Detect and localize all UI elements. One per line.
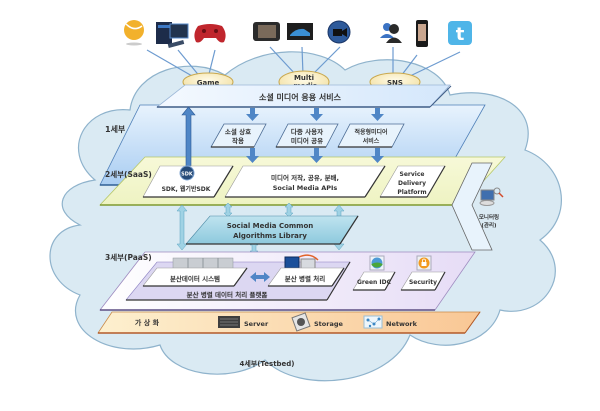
box-text: Security (409, 279, 437, 286)
tennis-ball-icon (124, 20, 144, 46)
virt-item-storage[interactable]: Storage (291, 312, 343, 332)
box-text: 분산 병렬 처리 (285, 274, 325, 283)
bidirectional-arrow-icon (250, 272, 270, 282)
service-box-multiuser-media-sharing[interactable]: 다중 사용자 미디어 공유 (275, 123, 339, 148)
virt-label: Server (244, 320, 269, 328)
library-text: Algorithms Library (233, 232, 307, 240)
layer-1-label: 1세부 (105, 124, 126, 134)
box-text: 분산데이터 시스템 (170, 274, 220, 283)
monitoring-text: (관리) (481, 221, 497, 229)
box-text: 미디어 공유 (291, 136, 323, 145)
box-text: 적응형미디어 (354, 128, 387, 136)
box-text: 다중 사용자 (291, 127, 323, 136)
service-delivery-platform-box[interactable]: Service Delivery Platform (379, 165, 446, 198)
library-text: Social Media Common (227, 222, 314, 230)
lock-icon (416, 255, 432, 271)
virt-label: Network (386, 320, 418, 328)
service-box-social-interaction[interactable]: 소셜 상호 작용 (210, 123, 267, 148)
network-icon (363, 315, 383, 329)
gamepad-icon (194, 24, 226, 43)
media-player-icon (253, 22, 280, 41)
virtualization-label: 가 상 화 (135, 318, 160, 327)
sdk-badge-icon: SDK (179, 165, 195, 181)
client-group-label: SNS (387, 79, 403, 87)
box-text: Green IDC (357, 279, 392, 286)
box-text: Delivery (398, 180, 426, 187)
box-text: Platform (397, 189, 426, 196)
box-text: 미디어 저작, 공유, 분배, (271, 173, 339, 182)
box-text: 서비스 (363, 137, 380, 145)
hard-disk-icon (291, 312, 311, 332)
media-apis-box[interactable]: 미디어 저작, 공유, 분배, Social Media APIs (224, 165, 386, 198)
svg-text:t: t (456, 24, 465, 45)
up-arrow-icon (181, 106, 196, 171)
client-group-label: Game (197, 79, 220, 87)
box-text: Social Media APIs (273, 184, 338, 192)
desktop-pc-icon (156, 22, 189, 49)
monitoring-text: 모니터링 (479, 213, 499, 221)
virt-item-network[interactable]: Network (363, 315, 418, 329)
social-media-common-algorithms-library[interactable]: Social Media Common Algorithms Library (185, 215, 359, 245)
layer-3-label: 3세부(PaaS) (105, 252, 152, 262)
service-box-adaptive-media[interactable]: 적응형미디어 서비스 (337, 123, 405, 148)
monitoring-panel[interactable]: 모니터링 (관리) (451, 162, 504, 251)
twitter-icon: t (448, 21, 472, 45)
virt-item-server[interactable]: Server (218, 316, 269, 328)
virt-label: Storage (314, 320, 343, 328)
box-text: 작용 (232, 136, 244, 145)
layer-4-label: 4세부(Testbed) (239, 359, 294, 368)
box-text: 소셜 상호 (225, 127, 251, 136)
monitor-magnifier-icon (479, 187, 504, 206)
car-display-icon (287, 23, 313, 40)
sdk-box[interactable]: SDK SDK, 웹기반SDK (142, 165, 234, 198)
smartphone-icon (416, 20, 428, 47)
server-icon (218, 316, 240, 328)
users-icon (380, 23, 402, 43)
layer-2-label: 2세부(SaaS) (105, 169, 152, 179)
video-camera-icon (327, 20, 351, 44)
platform-text: 분산 병렬 데이터 처리 플랫폼 (187, 290, 268, 299)
social-media-app-service-banner[interactable]: 소셜 미디어 응용 서비스 (155, 84, 452, 108)
distributed-data-system-box[interactable]: 분산데이터 시스템 (142, 267, 248, 287)
virtualization-layer: 가 상 화 (97, 311, 481, 334)
parallel-processing-box[interactable]: 분산 병렬 처리 (267, 267, 345, 287)
green-idc-box[interactable]: Green IDC (352, 255, 396, 291)
box-text: Service (400, 171, 425, 178)
layer-1-down-arrows (246, 108, 384, 121)
globe-icon (369, 255, 385, 271)
banner-text: 소셜 미디어 응용 서비스 (259, 92, 342, 102)
client-group-label: Multi (294, 74, 314, 82)
security-box[interactable]: Security (400, 255, 446, 291)
sdk-badge-text: SDK (181, 172, 194, 178)
box-text: SDK, 웹기반SDK (162, 185, 211, 193)
layer-2-down-arrows (246, 148, 384, 163)
